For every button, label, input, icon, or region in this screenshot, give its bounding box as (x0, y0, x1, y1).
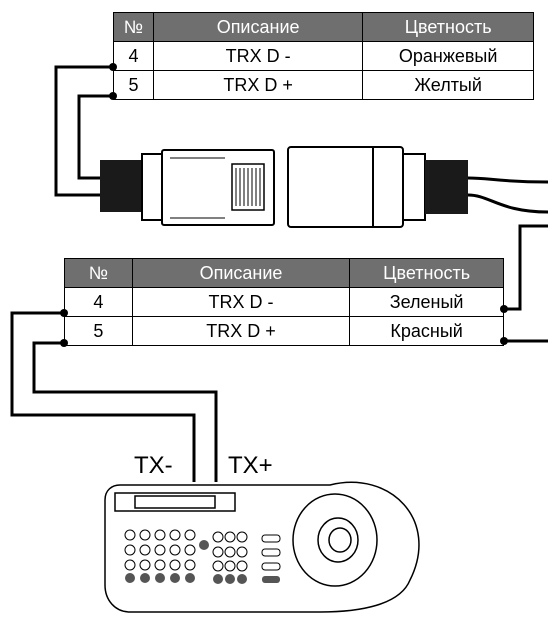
header-color: Цветность (349, 258, 504, 288)
cell-num: 4 (113, 41, 154, 71)
rj45-plug (100, 149, 275, 226)
cell-color: Оранжевый (362, 41, 534, 71)
wire-tx-plus (32, 341, 218, 482)
cell-description: TRX D - (131, 287, 351, 317)
cell-color: Красный (349, 316, 504, 346)
table-row: 4 TRX D - Зеленый (64, 287, 504, 317)
table-top: № Описание Цветность 4 TRX D - Оранжевый… (113, 12, 534, 100)
table-row: 4 TRX D - Оранжевый (113, 41, 534, 71)
header-description: Описание (131, 258, 351, 288)
cell-num: 5 (113, 70, 154, 100)
table-top-header: № Описание Цветность (113, 12, 534, 42)
wire-top-trx-minus (54, 65, 113, 197)
cell-num: 5 (64, 316, 133, 346)
keyboard-controller (104, 481, 420, 613)
label-tx-minus: TX- (134, 452, 173, 479)
table-bottom-header: № Описание Цветность (64, 258, 504, 288)
cell-description: TRX D + (131, 316, 351, 346)
cell-color: Зеленый (349, 287, 504, 317)
table-row: 5 TRX D + Желтый (113, 70, 534, 100)
cable-right-1 (467, 176, 548, 184)
wire-bottom-trx-minus-right (504, 224, 548, 311)
rj45-jack (287, 146, 468, 228)
header-color: Цветность (362, 12, 534, 42)
cell-num: 4 (64, 287, 133, 317)
header-num: № (113, 12, 154, 42)
header-description: Описание (152, 12, 364, 42)
cell-description: TRX D - (152, 41, 364, 71)
wire-tx-minus (10, 311, 196, 482)
table-bottom: № Описание Цветность 4 TRX D - Зеленый 5… (64, 258, 504, 346)
header-num: № (64, 258, 133, 288)
cell-description: TRX D + (152, 70, 364, 100)
table-row: 5 TRX D + Красный (64, 316, 504, 346)
cell-color: Желтый (362, 70, 534, 100)
wire-top-trx-plus (77, 94, 113, 180)
cable-right-2 (467, 193, 548, 214)
label-tx-plus: TX+ (228, 452, 273, 479)
